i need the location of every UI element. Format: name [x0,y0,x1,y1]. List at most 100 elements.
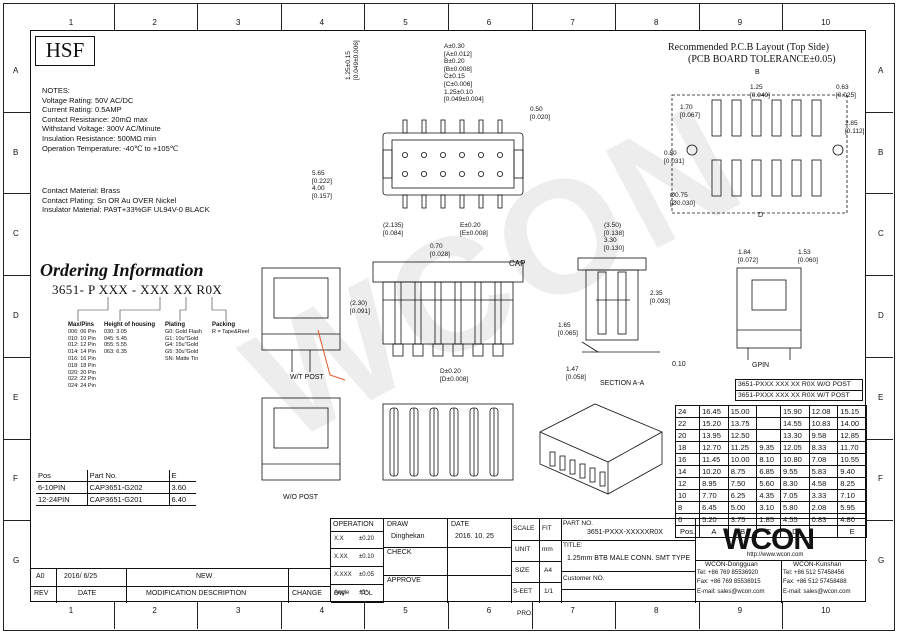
dim-section: (3.50) [0.138] 3.30 [0.130] [604,222,624,252]
post-cell: 12-24PIN [36,493,88,506]
plating-item: G5: 30u"Gold [165,349,199,356]
dim-label: [0.049±0.006] [353,40,360,80]
pcb-dim-b: B [755,69,760,76]
dim-cell: 12.08 [808,405,839,418]
iso-pin [549,451,556,467]
plating-title: Plating [165,322,186,328]
dim-cell: 10.20 [699,465,729,478]
tel-kunshan: Tel: +86 512 57458456 [783,570,845,576]
zone-number: 5 [403,18,408,27]
dim-mid-a: E±0.20 [E±0.008] [460,222,488,237]
tb-date: 2016. 10. 25 [455,533,494,540]
dim-label: 0.50 [530,106,543,113]
dim-cell: 5.60 [756,477,782,490]
dim-mid-b2: 0.70 [0.028] [430,243,450,258]
ordering-code: 3651- P XXX - XXX XX R0X [52,282,223,297]
rev-header: REV [34,590,49,597]
plating-item: G4: 15u"Gold [165,342,199,349]
rev-desc: NEW [196,573,213,580]
dim-side-top-in: [0.049±0.006] [353,40,360,80]
dim-label: [0.028] [430,250,450,258]
tb-proj-label: PRO. [517,610,533,617]
dim-cell: 18 [674,441,701,454]
zone-number: 3 [236,18,241,27]
dim-mid-left: (2.30) [0.091] [350,300,370,315]
dim-label: [0.049] [750,91,770,99]
iso-pin [589,467,596,483]
height-column: Height of housing 030: 3.05 045: 5.45 05… [104,322,155,356]
post-col-part: Part No. [86,470,170,482]
tb-check-label: CHECK [387,549,412,556]
material-line: Contact Material: Brass [42,186,120,195]
zone-number: 6 [486,18,492,27]
dim-cell: 14.55 [780,417,810,430]
pins-title: Max/Pins [68,322,95,328]
dim-label: 1.25±0.15 [345,51,352,80]
contact-pin [494,281,502,345]
pin-tail [478,194,484,209]
post-cell: CAP3651-G201 [86,493,170,506]
dim-cell: 7.70 [699,489,729,502]
iso-pin [599,471,606,487]
dim-label: A±0.30 [444,43,465,50]
drawing-frame-inner [30,30,866,602]
pins-item: 014: 14 Pin [68,349,96,356]
dim-cell: 15.00 [727,405,758,418]
cap-label: CAP [509,259,526,268]
note-line: Operation Temperature: -40℃ to +105℃ [42,143,179,153]
rev-date: 2016/ 6/25 [64,573,98,580]
pcb-pad [811,99,822,137]
dim-cell: 5.00 [727,501,758,514]
rev-value: A0 [36,573,45,580]
zone-letter: A [878,65,884,75]
dim-cell [756,405,782,418]
dim-cell: 10.83 [808,417,839,430]
dim-cell: 12.70 [699,441,729,454]
dim-side-b2: 1.53 [0.060] [798,249,818,264]
pcb-dim-080: 0.80 [0.031] [664,150,684,165]
dim-cell: 10.00 [727,453,758,466]
dim-label: 4.00 [312,185,325,193]
tb-operation: OPERATION [333,521,374,528]
dim-section-l: 1.65 [0.065] [558,322,578,337]
dim-label: [0.093] [650,297,670,305]
pin-tail [421,119,427,134]
dim-cell: 5.80 [780,501,810,514]
dim-cell: 15.90 [780,405,810,418]
mail-kunshan: E-mail: sales@wcon.com [783,589,851,595]
pcb-pad [711,159,722,197]
gpin-label: GPIN [752,362,770,369]
dim-label: B±0.20 [444,58,465,66]
zone-number: 3 [236,606,241,615]
dim-side-b1: 1.84 [0.072] [738,249,758,264]
pcb-tolerance: (PCB BOARD TOLERANCE±0.05) [688,54,836,65]
plating-item: SN: Matte Tin [165,355,199,362]
post-col-e: E [168,470,196,482]
pin-tail [402,119,408,134]
dim-cell: 13.95 [699,429,729,442]
pins-item: 024: 24 Pin [68,383,96,390]
pin-hole [496,170,503,177]
dim-label: [0.112] [845,127,865,135]
contact-pin [394,281,402,345]
pin-hole [477,151,484,158]
dim-cell: 8 [674,501,701,514]
dim-cell: 14.00 [837,417,867,430]
zone-letter: F [13,474,18,484]
zone-number: 2 [152,18,157,27]
dim-cell: 13.75 [727,417,758,430]
dim-cell: 9.40 [837,465,867,478]
tb-scale-label: SCALE [513,525,535,532]
tolerance-row: X.X±0.20 [331,531,383,549]
dim-cell: 12.85 [837,429,867,442]
dim-side-top: 1.25±0.15 [345,51,352,80]
dim-cell: 5.83 [808,465,839,478]
post-cell: 3.60 [168,481,196,494]
dim-label: [0.065] [558,329,578,337]
dim-cell: 12.50 [727,429,758,442]
height-item: 030: 3.05 [104,328,127,335]
dim-label: [0.084] [383,229,403,237]
